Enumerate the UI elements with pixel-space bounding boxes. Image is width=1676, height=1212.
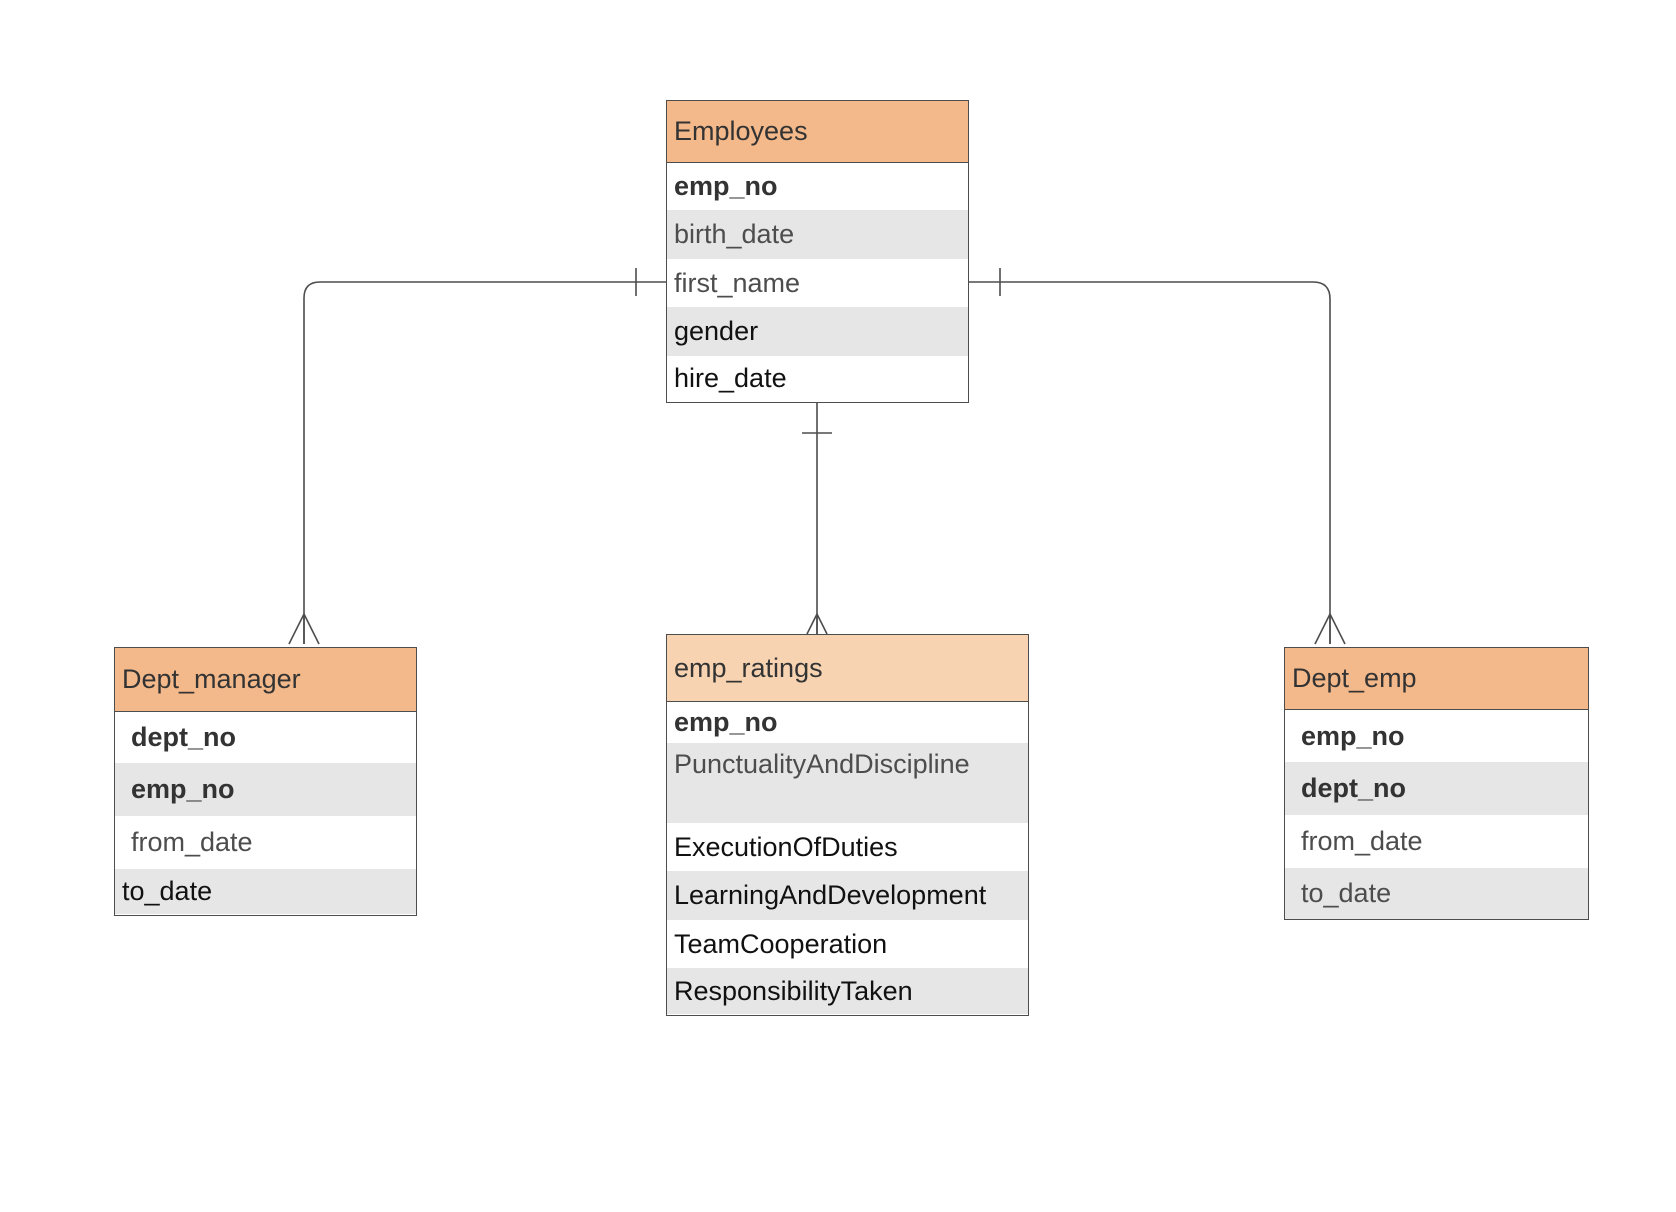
entity-title: emp_ratings: [674, 652, 823, 683]
entity-header-emp-ratings: emp_ratings: [667, 635, 1028, 702]
attribute-row: ResponsibilityTaken: [667, 968, 1028, 1014]
attribute-name: TeamCooperation: [674, 928, 888, 959]
attribute-name: emp_no: [674, 171, 778, 201]
attribute-row: emp_no: [667, 163, 968, 210]
attribute-name: from_date: [131, 827, 253, 857]
entity-employees[interactable]: Employees emp_no birth_date first_name g…: [666, 100, 969, 403]
many-cardinality-marker: [806, 613, 828, 635]
attribute-name: ExecutionOfDuties: [674, 831, 898, 862]
attribute-row: PunctualityAndDiscipline: [667, 743, 1028, 823]
attribute-name: to_date: [122, 876, 213, 906]
attribute-name: to_date: [1301, 878, 1392, 908]
attribute-name: dept_no: [1301, 773, 1406, 803]
attribute-row: emp_no: [115, 763, 416, 816]
attribute-row: first_name: [667, 259, 968, 307]
attribute-row: from_date: [115, 816, 416, 869]
entity-dept-manager[interactable]: Dept_manager dept_no emp_no from_date to…: [114, 647, 417, 916]
attribute-row: to_date: [1285, 868, 1588, 919]
attribute-row: dept_no: [1285, 762, 1588, 815]
attribute-row: emp_no: [667, 702, 1028, 743]
entity-header-dept-emp: Dept_emp: [1285, 648, 1588, 710]
attribute-row: to_date: [115, 869, 416, 914]
attribute-row: dept_no: [115, 712, 416, 763]
attribute-row: ExecutionOfDuties: [667, 823, 1028, 871]
relationship-employees-dept-emp-line[interactable]: [969, 281, 1331, 644]
entity-title: Dept_manager: [122, 664, 301, 694]
attribute-row: gender: [667, 307, 968, 356]
attribute-name: from_date: [1301, 826, 1423, 856]
attribute-name: gender: [674, 316, 759, 346]
many-cardinality-marker: [288, 613, 320, 645]
attribute-name: emp_no: [674, 707, 778, 737]
entity-title: Employees: [674, 116, 808, 146]
many-cardinality-marker: [1314, 613, 1346, 645]
attribute-name: dept_no: [131, 722, 236, 752]
attribute-name: emp_no: [1301, 720, 1405, 751]
entity-header-dept-manager: Dept_manager: [115, 648, 416, 712]
relationship-employees-dept-manager-line[interactable]: [303, 281, 666, 644]
attribute-name: LearningAndDevelopment: [674, 880, 987, 910]
attribute-row: hire_date: [667, 356, 968, 401]
attribute-name: emp_no: [131, 774, 235, 804]
attribute-name: birth_date: [674, 219, 795, 249]
attribute-name: first_name: [674, 267, 801, 298]
attribute-name: hire_date: [674, 363, 787, 393]
attribute-name: PunctualityAndDiscipline: [674, 749, 970, 779]
attribute-row: emp_no: [1285, 710, 1588, 762]
attribute-row: from_date: [1285, 815, 1588, 868]
entity-header-employees: Employees: [667, 101, 968, 163]
entity-dept-emp[interactable]: Dept_emp emp_no dept_no from_date to_dat…: [1284, 647, 1589, 920]
entity-emp-ratings[interactable]: emp_ratings emp_no PunctualityAndDiscipl…: [666, 634, 1029, 1016]
attribute-row: birth_date: [667, 210, 968, 259]
attribute-name: ResponsibilityTaken: [674, 975, 913, 1006]
attribute-row: TeamCooperation: [667, 920, 1028, 968]
attribute-row: LearningAndDevelopment: [667, 871, 1028, 920]
entity-title: Dept_emp: [1292, 663, 1417, 693]
